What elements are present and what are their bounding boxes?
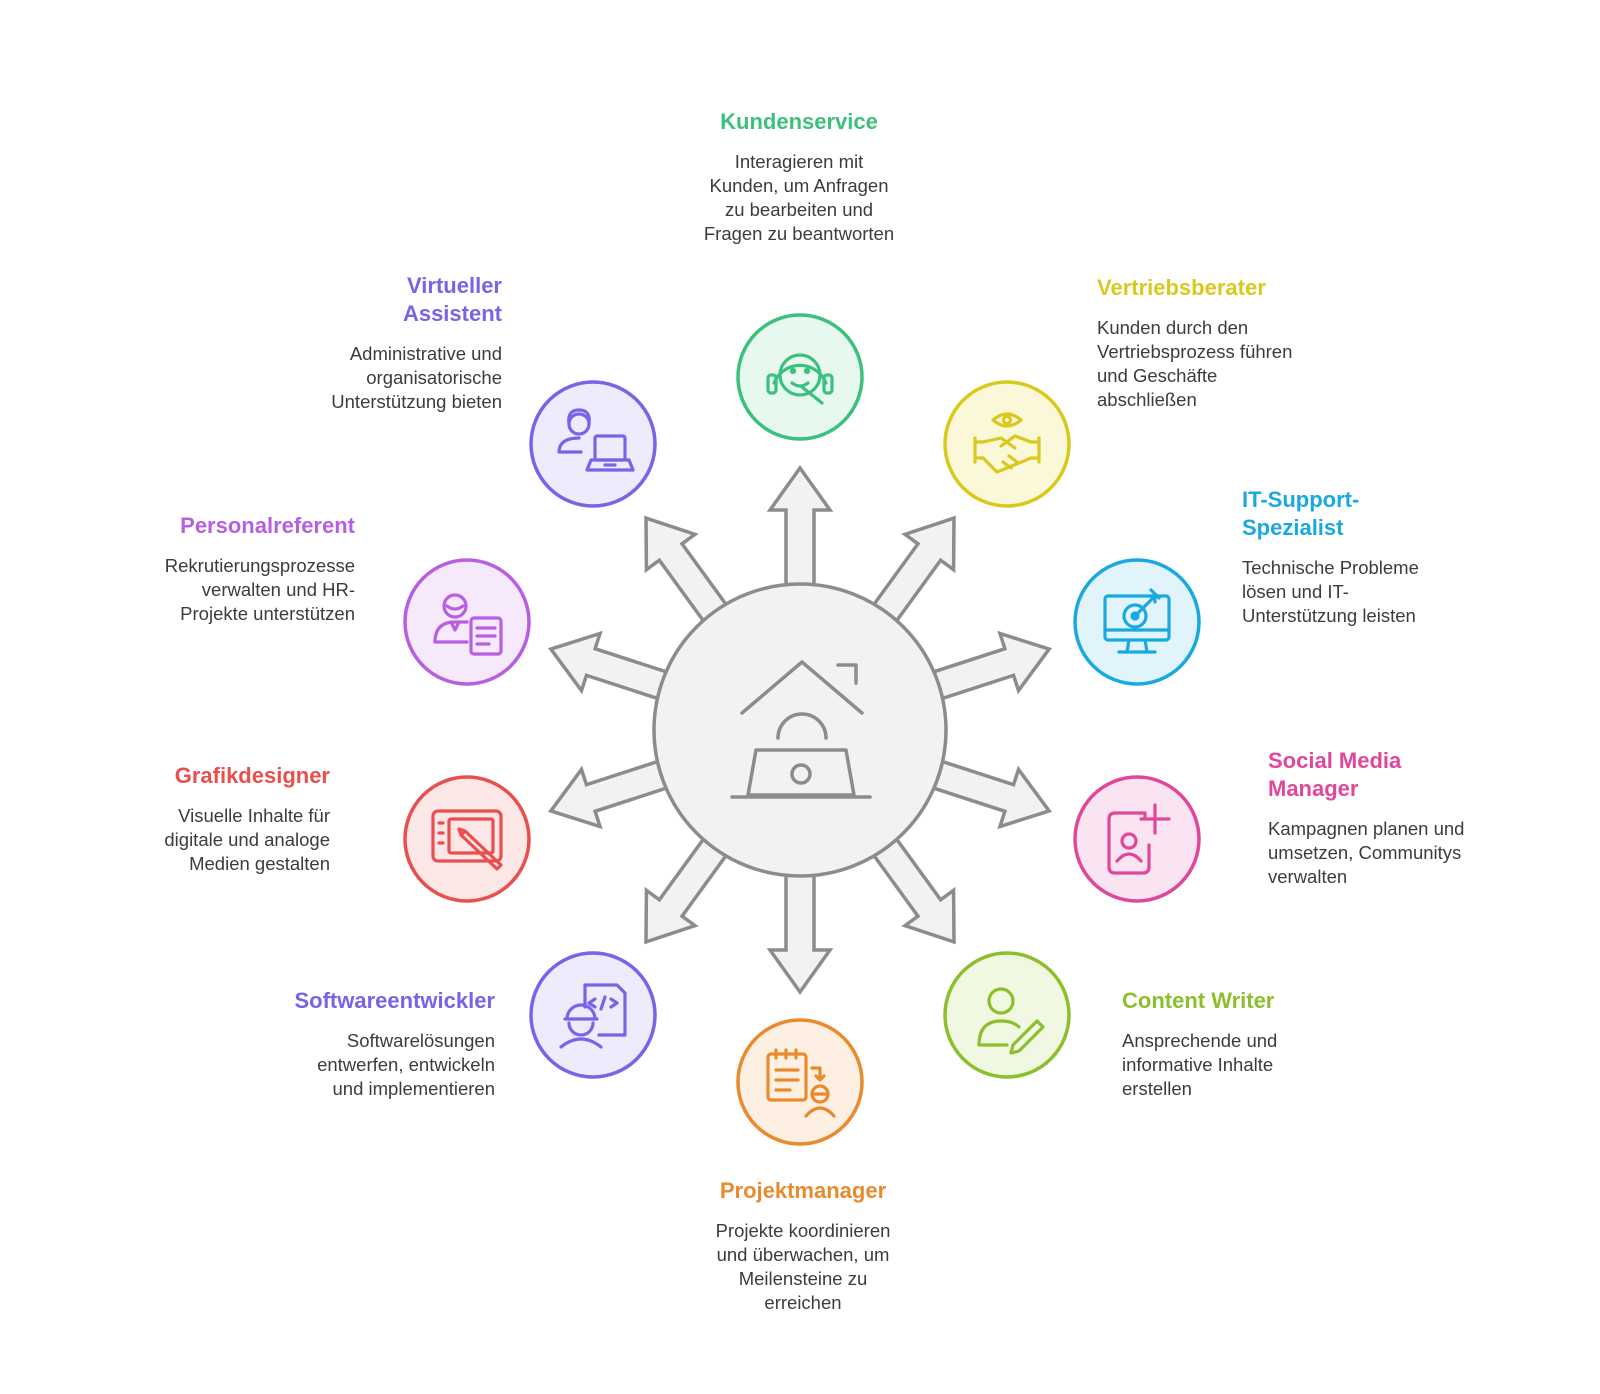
role-description: Kampagnen planen und umsetzen, Community… — [1268, 818, 1465, 887]
role-description: Interagieren mit Kunden, um Anfragen zu … — [703, 151, 895, 244]
role-title: Virtueller Assistent — [402, 273, 502, 326]
role-node-3 — [1073, 558, 1201, 686]
developer-code-icon — [559, 983, 627, 1049]
role-circle — [736, 1018, 864, 1146]
monitor-target-icon — [1103, 588, 1171, 654]
handshake-eye-icon — [973, 412, 1041, 474]
role-title: Personalreferent — [180, 513, 355, 538]
role-title: Grafikdesigner — [174, 763, 330, 788]
role-node-6 — [736, 1018, 864, 1146]
role-description: Technische Probleme lösen und IT- Unters… — [1242, 557, 1419, 626]
headset-agent-icon — [766, 353, 834, 405]
role-circle — [1073, 558, 1201, 686]
remote-worker-house-icon — [730, 660, 872, 799]
role-title: Vertriebsberater — [1097, 275, 1266, 300]
role-circle — [943, 951, 1071, 1079]
role-title: Content Writer — [1122, 988, 1275, 1013]
role-title: IT-Support- Spezialist — [1242, 487, 1360, 540]
role-title: Softwareentwickler — [294, 988, 495, 1013]
role-description: Kunden durch den Vertriebsprozess führen… — [1097, 317, 1293, 410]
role-description: Softwarelösungen entwerfen, entwickeln u… — [317, 1030, 495, 1099]
hub-circle — [652, 582, 948, 878]
role-node-2 — [943, 380, 1071, 508]
hub — [652, 582, 948, 878]
role-description: Administrative und organisatorische Unte… — [331, 343, 502, 412]
recruiter-document-icon — [433, 593, 503, 656]
role-nodes — [403, 313, 1201, 1146]
role-node-1 — [736, 313, 864, 441]
phone-user-plus-icon — [1107, 803, 1171, 875]
role-circle — [736, 313, 864, 441]
drawing-tablet-icon — [431, 809, 503, 871]
assistant-laptop-icon — [557, 408, 635, 472]
clipboard-manager-icon — [766, 1048, 836, 1118]
role-title: Projektmanager — [719, 1178, 887, 1203]
role-node-7 — [529, 951, 657, 1079]
role-node-9 — [403, 558, 531, 686]
role-node-8 — [403, 775, 531, 903]
role-node-10 — [529, 380, 657, 508]
writer-pen-icon — [977, 987, 1045, 1055]
role-description: Ansprechende und informative Inhalte ers… — [1122, 1030, 1278, 1099]
role-description: Rekrutierungsprozesse verwalten und HR- … — [164, 555, 355, 624]
role-title: Kundenservice — [720, 109, 878, 134]
role-node-4 — [1073, 775, 1201, 903]
role-description: Visuelle Inhalte für digitale und analog… — [164, 805, 330, 874]
role-node-5 — [943, 951, 1071, 1079]
role-title: Social Media Manager — [1268, 748, 1402, 801]
role-description: Projekte koordinieren und überwachen, um… — [715, 1220, 891, 1313]
role-circle — [529, 380, 657, 508]
